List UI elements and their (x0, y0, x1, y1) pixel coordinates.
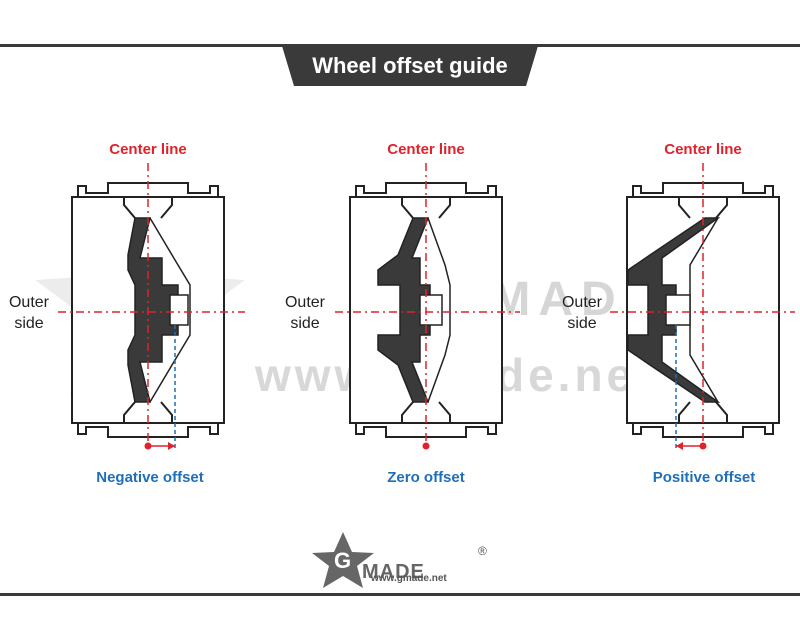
bottom-border (0, 593, 800, 596)
center-line-label: Center line (664, 141, 742, 158)
outer-side-label-line2: side (14, 315, 44, 332)
logo-word: MADE (362, 561, 425, 583)
outer-side-label: Outer side (547, 292, 617, 334)
center-line-label: Center line (109, 141, 187, 158)
page-title: Wheel offset guide (312, 53, 508, 78)
logo-registered-mark: ® (478, 544, 487, 558)
outer-side-label: Outer side (0, 292, 64, 334)
top-border (0, 44, 800, 47)
outer-side-label-line1: Outer (561, 294, 602, 311)
logo-letter: G (334, 548, 352, 573)
positive-offset-label: Positive offset (652, 469, 756, 486)
zero-offset-label: Zero offset (387, 469, 465, 486)
outer-side-label-line1: Outer (284, 294, 325, 311)
logo-url: www.gmade.net (371, 573, 447, 584)
wheel-disc (127, 217, 179, 403)
logo-star-icon (312, 532, 374, 588)
center-line-label: Center line (387, 141, 465, 158)
outer-side-label: Outer side (270, 292, 340, 334)
outer-side-label-line2: side (567, 315, 597, 332)
panel-zero-offset (335, 163, 520, 450)
negative-offset-label: Negative offset (96, 469, 204, 486)
outer-side-label-line1: Outer (8, 294, 49, 311)
title-banner: Wheel offset guide (282, 46, 538, 86)
title-banner-shape (282, 46, 538, 86)
panel-negative-offset (58, 163, 245, 450)
outer-side-label-line2: side (290, 315, 320, 332)
panel-positive-offset (610, 163, 795, 450)
